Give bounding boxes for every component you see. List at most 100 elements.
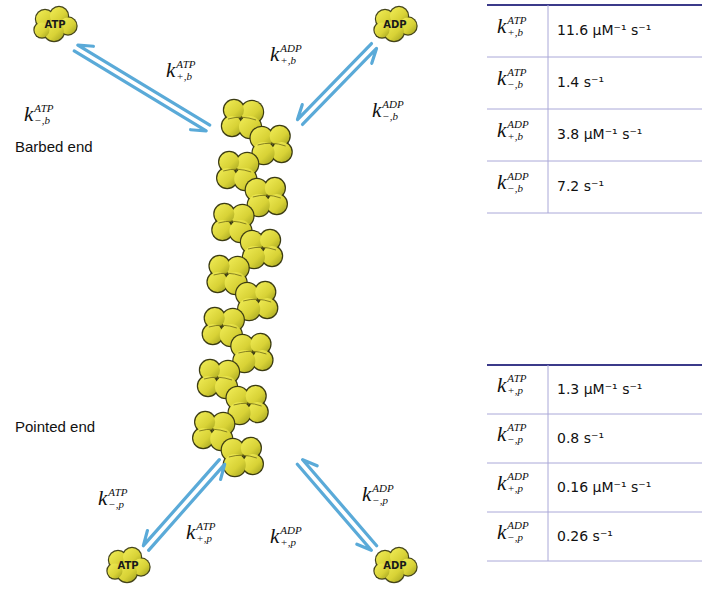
- rate-letter: k: [186, 520, 195, 545]
- rate-symbol: kADP−,b: [497, 170, 529, 195]
- rate-letter: k: [497, 170, 506, 195]
- end-subscript: +,p: [196, 533, 215, 545]
- rate-letter: k: [497, 471, 506, 496]
- nucleotide-superscript: ADP: [372, 483, 393, 495]
- nucleotide-label: ATP: [44, 19, 65, 30]
- nucleotide-superscript: ADP: [280, 525, 301, 537]
- rate-letter: k: [497, 66, 506, 91]
- rate-value: 0.8 s⁻¹: [557, 430, 604, 446]
- half-arrow: [143, 460, 219, 546]
- subunit-seam: [199, 429, 227, 432]
- end-subscript: +,b: [280, 55, 301, 67]
- subunit-seam: [243, 299, 271, 302]
- half-arrow: [297, 464, 371, 550]
- rate-letter: k: [372, 98, 381, 123]
- nucleotide-superscript: ATP: [507, 67, 526, 79]
- subunit-seam: [248, 247, 276, 250]
- table-rule: [487, 161, 702, 162]
- nucleotide-superscript: ATP: [507, 15, 526, 27]
- end-subscript: +,b: [507, 131, 528, 143]
- table-rule: [487, 213, 702, 214]
- nucleotide-icon: ATP: [32, 5, 78, 43]
- rate-letter: k: [98, 486, 107, 511]
- rate-value: 3.8 μM⁻¹ s⁻¹: [557, 126, 642, 142]
- rate-symbol: kATP−,p: [497, 422, 526, 447]
- end-subscript: −,b: [507, 79, 526, 91]
- nucleotide-superscript: ATP: [507, 373, 526, 385]
- rate-value: 1.3 μM⁻¹ s⁻¹: [557, 381, 642, 397]
- end-subscript: −,b: [507, 183, 528, 195]
- rate-value: 1.4 s⁻¹: [557, 74, 604, 90]
- table-rule: [487, 463, 702, 464]
- half-arrow: [74, 51, 206, 131]
- table-rule: [548, 365, 549, 561]
- subunit-seam: [229, 455, 257, 458]
- end-subscript: −,b: [382, 111, 403, 123]
- rate-symbol: kATP+,p: [497, 373, 526, 398]
- rate-letter: k: [497, 14, 506, 39]
- nucleotide-icon: ADP: [372, 5, 418, 43]
- subunit-seam: [209, 325, 237, 328]
- nucleotide-superscript: ATP: [196, 521, 215, 533]
- subunit-seam: [228, 117, 256, 120]
- rate-letter: k: [497, 373, 506, 398]
- nucleotide-superscript: ATP: [176, 59, 195, 71]
- rate-symbol: kATP−,b: [497, 66, 526, 91]
- nucleotide-icon: ATP: [105, 546, 151, 584]
- subunit-seam: [204, 377, 232, 380]
- half-arrow: [78, 45, 210, 125]
- subunit-seam: [238, 351, 266, 354]
- end-subscript: −,p: [108, 499, 127, 511]
- rate-tables: [487, 5, 702, 561]
- table-rule: [487, 57, 702, 58]
- rate-arrows: [74, 44, 376, 551]
- end-label: Barbed end: [15, 138, 93, 155]
- subunit-seam: [258, 143, 286, 146]
- rate-symbol: kADP−,p: [362, 482, 394, 507]
- nucleotide-label: ATP: [117, 560, 138, 571]
- table-rule: [487, 109, 702, 110]
- rate-symbol: kATP+,b: [497, 14, 526, 39]
- rate-letter: k: [497, 118, 506, 143]
- nucleotide-superscript: ADP: [507, 119, 528, 131]
- rate-letter: k: [362, 482, 371, 507]
- rate-letter: k: [270, 524, 279, 549]
- rate-value: 7.2 s⁻¹: [557, 178, 604, 194]
- end-label: Pointed end: [15, 418, 95, 435]
- subunit-seam: [223, 169, 251, 172]
- rate-symbol: kADP+,p: [497, 471, 529, 496]
- table-rule: [487, 364, 702, 366]
- nucleotide-superscript: ATP: [34, 103, 53, 115]
- rate-symbol: kATP−,p: [98, 486, 127, 511]
- end-subscript: +,p: [507, 385, 526, 397]
- subunit-seam: [214, 273, 242, 276]
- end-subscript: +,b: [507, 27, 526, 39]
- rate-symbol: kADP+,b: [270, 42, 302, 67]
- table-rule: [548, 5, 549, 213]
- end-subscript: +,p: [280, 537, 301, 549]
- table-rule: [487, 512, 702, 513]
- rate-symbol: kATP−,b: [24, 102, 53, 127]
- subunit-seam: [234, 403, 262, 406]
- nucleotide-superscript: ADP: [280, 43, 301, 55]
- rate-letter: k: [497, 520, 506, 545]
- rate-symbol: kADP+,p: [270, 524, 302, 549]
- end-subscript: +,b: [176, 71, 195, 83]
- rate-symbol: kATP+,p: [186, 520, 215, 545]
- nucleotide-icon: ADP: [372, 546, 418, 584]
- table-rule: [487, 4, 702, 6]
- table-rule: [487, 561, 702, 562]
- nucleotide-label: ADP: [383, 19, 406, 30]
- subunit-seam: [253, 195, 281, 198]
- half-arrow: [149, 464, 225, 550]
- rate-value: 0.26 s⁻¹: [557, 528, 613, 544]
- half-arrow: [297, 44, 371, 120]
- rate-letter: k: [166, 58, 175, 83]
- actin-subunit: [221, 437, 264, 477]
- rate-letter: k: [270, 42, 279, 67]
- nucleotide-superscript: ADP: [507, 171, 528, 183]
- rate-symbol: kADP−,p: [497, 520, 529, 545]
- half-arrow: [303, 48, 377, 124]
- rate-value: 0.16 μM⁻¹ s⁻¹: [557, 479, 651, 495]
- nucleotide-superscript: ADP: [507, 471, 528, 483]
